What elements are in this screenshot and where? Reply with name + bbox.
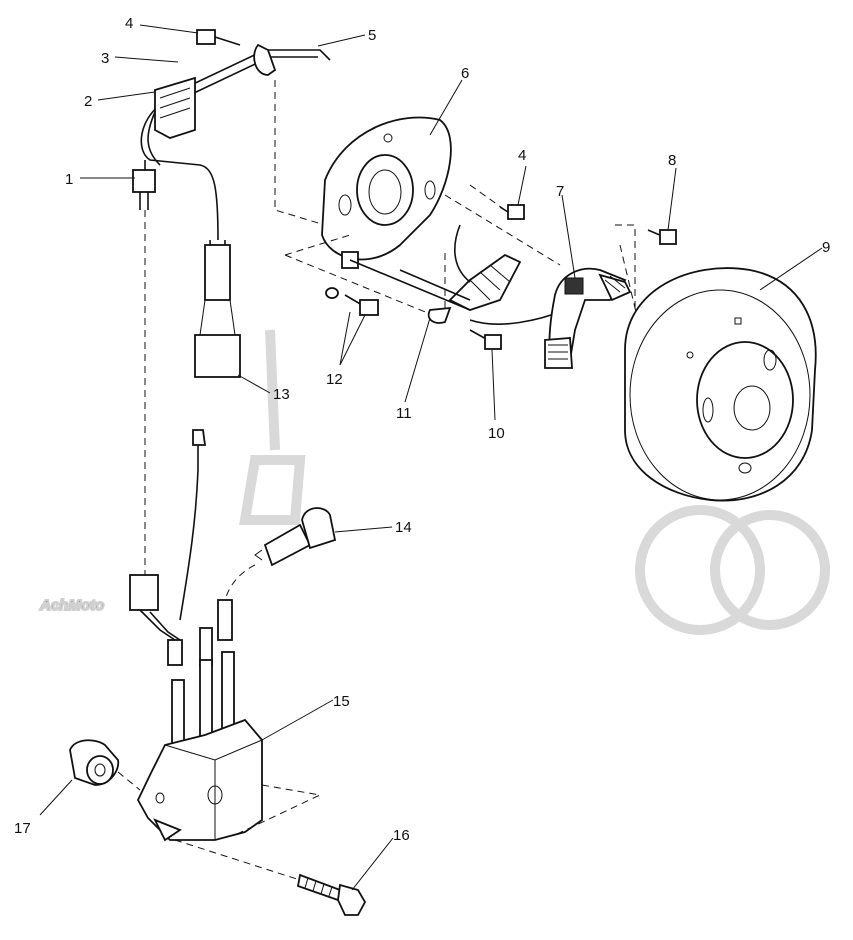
watermark-text: AchMoto	[39, 597, 104, 614]
callout-14: 14	[395, 519, 412, 536]
screw-top	[196, 29, 216, 45]
callout-2: 2	[84, 93, 92, 110]
callout-7: 7	[556, 183, 564, 200]
callout-13: 13	[273, 386, 290, 403]
screw-4-middle	[499, 204, 525, 220]
screw-8	[647, 229, 677, 245]
callout-5: 5	[368, 27, 376, 44]
callout-6: 6	[461, 65, 469, 82]
lead-wire	[129, 210, 207, 666]
callout-4-top: 4	[125, 15, 133, 32]
leader-lines	[39, 24, 823, 891]
pickup-bracket	[349, 224, 566, 325]
callout-17: 17	[14, 820, 31, 837]
callout-11: 11	[396, 405, 412, 422]
connector-block	[194, 334, 241, 378]
wiring-harness	[132, 29, 331, 378]
callout-16: 16	[393, 827, 410, 844]
callout-10: 10	[488, 425, 505, 442]
callout-1: 1	[65, 171, 73, 188]
lead-connector	[129, 574, 159, 611]
watermark: AchMoto	[38, 329, 830, 635]
wire-sleeve	[204, 244, 231, 301]
flywheel	[624, 267, 817, 502]
stator-plate	[321, 116, 452, 269]
callout-9: 9	[822, 239, 830, 256]
callout-8: 8	[668, 152, 676, 169]
callout-15: 15	[333, 693, 350, 710]
callout-3: 3	[101, 50, 109, 67]
coil-assembly	[544, 267, 632, 369]
spark-plug-boot	[217, 507, 337, 641]
callout-12: 12	[326, 371, 343, 388]
bullet-connector	[132, 169, 156, 193]
rubber-grommet	[69, 739, 141, 791]
regulator-plate	[154, 76, 196, 139]
bolt-16	[174, 839, 367, 916]
callout-4-middle: 4	[518, 147, 526, 164]
wire-clamp	[253, 43, 277, 76]
callout-labels: 1 2 3 4 4 5 6 7 8 9 10 11 12 13 14 15 16…	[14, 15, 830, 844]
screw-12	[325, 287, 379, 316]
screw-10	[469, 329, 502, 350]
ignition-coil	[136, 627, 322, 842]
